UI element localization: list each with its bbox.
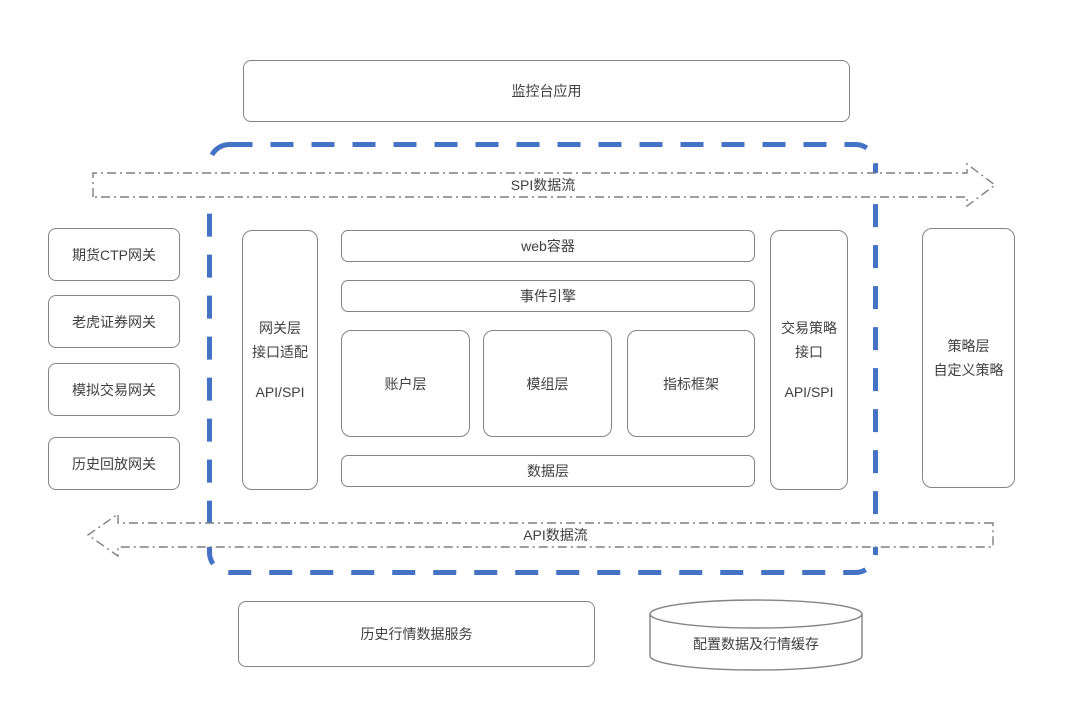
- node-label: 监控台应用: [511, 83, 582, 99]
- node-label-line: 网关层: [259, 320, 301, 336]
- node-label: 账户层: [384, 375, 427, 392]
- database-cylinder-icon: [649, 599, 863, 671]
- node-label-line: 接口: [795, 344, 823, 360]
- node-label-line: 策略层: [947, 338, 990, 354]
- spi-flow-arrow: [92, 162, 997, 208]
- api-flow-arrow: [86, 512, 994, 558]
- node-data-layer: 数据层: [341, 455, 755, 487]
- spi-flow-label: SPI数据流: [510, 177, 576, 193]
- node-label: 期货CTP网关: [72, 246, 156, 263]
- node-label: 模拟交易网关: [72, 381, 156, 398]
- node-label-line: 交易策略: [781, 320, 837, 336]
- node-label: 数据层: [527, 463, 569, 479]
- node-strategy-layer: 策略层 自定义策略: [922, 228, 1015, 488]
- node-label-line: API/SPI: [255, 384, 305, 400]
- node-monitor-app: 监控台应用: [243, 60, 850, 122]
- node-indicator-framework: 指标框架: [627, 330, 755, 437]
- node-futures-ctp-gateway: 期货CTP网关: [48, 228, 180, 281]
- node-account-layer: 账户层: [341, 330, 470, 437]
- node-sim-trading-gateway: 模拟交易网关: [48, 363, 180, 416]
- core-container-dashed-border: [207, 142, 878, 575]
- api-flow-label: API数据流: [523, 527, 588, 543]
- node-history-market-data-service: 历史行情数据服务: [238, 601, 595, 667]
- node-label: 模组层: [526, 375, 569, 392]
- node-label-line: 接口适配: [252, 344, 308, 360]
- node-label-line: 自定义策略: [933, 362, 1004, 378]
- node-history-replay-gateway: 历史回放网关: [48, 437, 180, 490]
- node-strategy-interface: 交易策略 接口 API/SPI: [770, 230, 848, 490]
- node-config-cache-label: 配置数据及行情缓存: [693, 636, 819, 652]
- node-gateway-adapter: 网关层 接口适配 API/SPI: [242, 230, 318, 490]
- node-label: 历史回放网关: [72, 455, 156, 472]
- node-label: 历史行情数据服务: [360, 626, 473, 642]
- node-label: 指标框架: [663, 375, 719, 392]
- node-label: 老虎证券网关: [72, 313, 156, 330]
- node-label: 事件引擎: [520, 288, 576, 304]
- node-event-engine: 事件引擎: [341, 280, 755, 312]
- node-label-line: API/SPI: [784, 384, 834, 400]
- node-web-container: web容器: [341, 230, 755, 262]
- node-label: web容器: [521, 238, 575, 254]
- node-module-layer: 模组层: [483, 330, 612, 437]
- node-tiger-securities-gateway: 老虎证券网关: [48, 295, 180, 348]
